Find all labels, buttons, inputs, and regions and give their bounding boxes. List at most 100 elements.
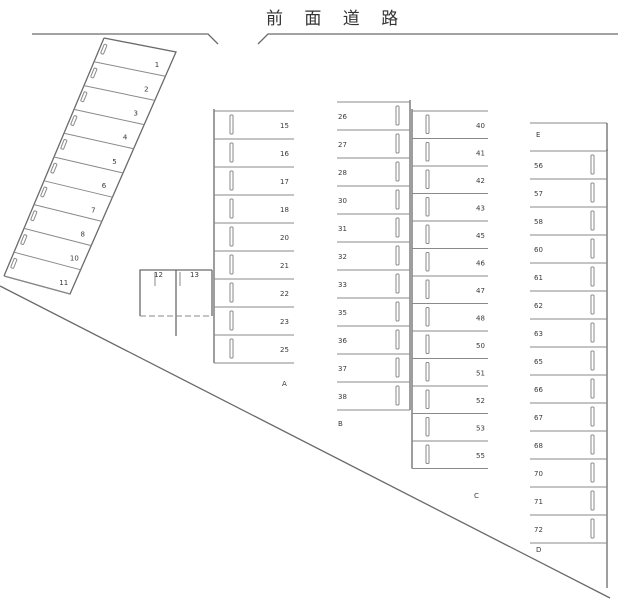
wheel-stop — [50, 162, 58, 174]
wheel-stop — [20, 234, 28, 245]
front-road-label: 前 面 道 路 — [266, 9, 406, 29]
wheel-stop — [229, 338, 234, 359]
wheel-stop — [425, 334, 430, 354]
wheel-stop — [590, 294, 595, 315]
wheel-stop — [590, 490, 595, 511]
wheel-stop — [425, 114, 430, 134]
space-number: 61 — [534, 274, 543, 282]
wheel-stop — [425, 444, 430, 464]
space-number: 53 — [476, 424, 485, 432]
space-number: 55 — [476, 452, 485, 460]
space-number: 62 — [534, 302, 543, 310]
wheel-stop — [395, 245, 400, 266]
space-number: 51 — [476, 369, 485, 377]
block-a-label: A — [282, 380, 287, 388]
space-number: 56 — [534, 162, 543, 170]
space-number: 26 — [338, 113, 347, 121]
wheel-stop — [40, 186, 48, 198]
stall-divider — [33, 204, 102, 222]
stall-divider — [83, 85, 155, 101]
wheel-stop — [590, 434, 595, 455]
space-number: 46 — [476, 259, 485, 267]
stall-divider — [3, 275, 71, 295]
wheel-stop — [590, 154, 595, 175]
wheel-stop — [425, 307, 430, 327]
wheel-stop — [10, 257, 18, 269]
wheel-stop — [425, 417, 430, 437]
wheel-stop — [425, 224, 430, 244]
space-number: 58 — [534, 218, 543, 226]
stall-divider — [63, 132, 134, 150]
wheel-stop — [60, 138, 68, 150]
space-number: 38 — [338, 393, 347, 401]
wheel-stop — [395, 133, 400, 154]
wheel-stop — [590, 406, 595, 427]
wheel-stop — [395, 217, 400, 238]
wheel-stop — [395, 301, 400, 322]
wheel-stop — [590, 238, 595, 259]
wheel-stop — [425, 389, 430, 409]
space-number: 41 — [476, 149, 485, 157]
space-number: 35 — [338, 309, 347, 317]
property-boundary — [0, 285, 611, 599]
wheel-stop — [229, 282, 234, 303]
space-number: 31 — [338, 225, 347, 233]
space-13-label: 13 — [190, 271, 199, 279]
wheel-stop — [229, 226, 234, 247]
space-number: 68 — [534, 442, 543, 450]
wheel-stop — [395, 161, 400, 182]
block-e-label: E — [536, 131, 540, 139]
space-number: 16 — [280, 150, 289, 158]
wheel-stop — [80, 91, 88, 103]
space-number: 36 — [338, 337, 347, 345]
space-number: 11 — [59, 279, 68, 287]
space-number: 33 — [338, 281, 347, 289]
wheel-stop — [229, 114, 234, 135]
block-c-label: C — [474, 492, 479, 500]
wheel-stop — [590, 322, 595, 343]
space-number: 32 — [338, 253, 347, 261]
space-number: 15 — [280, 122, 289, 130]
space-12-label: 12 — [154, 271, 163, 279]
wheel-stop — [395, 273, 400, 294]
space-number: 45 — [476, 232, 485, 240]
space-number: 6 — [102, 182, 107, 190]
wheel-stop — [425, 279, 430, 299]
space-number: 47 — [476, 287, 485, 295]
space-number: 63 — [534, 330, 543, 338]
space-number: 71 — [534, 498, 543, 506]
wheel-stop — [229, 170, 234, 191]
front-road-edge — [32, 33, 618, 45]
space-number: 65 — [534, 358, 543, 366]
wheel-stop — [90, 67, 98, 79]
wheel-stop — [100, 43, 108, 55]
space-number: 18 — [280, 206, 289, 214]
space-number: 50 — [476, 342, 485, 350]
wheel-stop — [590, 518, 595, 539]
space-number: 22 — [280, 290, 289, 298]
space-number: 66 — [534, 386, 543, 394]
wheel-stop — [590, 266, 595, 287]
wheel-stop — [590, 350, 595, 371]
space-number: 17 — [280, 178, 289, 186]
wheel-stop — [229, 254, 234, 275]
space-number: 67 — [534, 414, 543, 422]
space-number: 48 — [476, 314, 485, 322]
space-number: 25 — [280, 346, 289, 354]
wheel-stop — [425, 142, 430, 162]
wheel-stop — [70, 115, 78, 126]
space-number: 1 — [155, 61, 159, 69]
space-number: 70 — [534, 470, 543, 478]
space-number: 27 — [338, 141, 347, 149]
space-number: 10 — [70, 255, 79, 263]
space-number: 30 — [338, 197, 347, 205]
wheel-stop — [425, 362, 430, 382]
space-number: 57 — [534, 190, 543, 198]
stall-divider — [53, 156, 124, 174]
wheel-stop — [425, 169, 430, 189]
space-number: 42 — [476, 177, 485, 185]
wheel-stop — [395, 189, 400, 210]
